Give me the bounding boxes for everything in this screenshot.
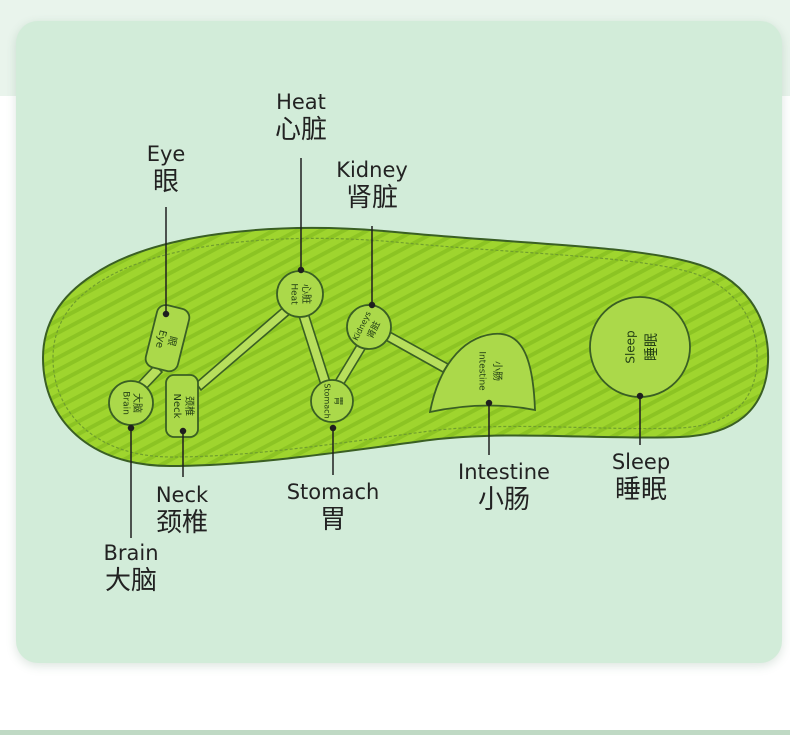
zone-brain-en: Brain [121, 391, 131, 415]
zone-eye-en: Eye [153, 329, 168, 350]
label-neck-en: Neck [155, 483, 209, 507]
zone-brain-zh: 大脑 [131, 393, 144, 413]
zone-stomach-zh: 胃 [333, 396, 344, 405]
zone-sleep-en: Sleep [624, 330, 638, 363]
zone-heart[interactable]: Heat 心脏 [276, 270, 324, 318]
label-kidney-en: Kidney [336, 158, 408, 182]
zone-eye[interactable]: Eye 眼 [144, 303, 192, 373]
label-kidney-zh: 肾脏 [345, 183, 398, 214]
label-stomach-zh: 胃 [319, 505, 346, 536]
zone-stomach-en: Stomach [323, 383, 332, 418]
label-brain-en: Brain [103, 541, 159, 565]
label-heart-zh: 心脏 [274, 115, 328, 146]
zone-kidney[interactable]: Kidneys 肾脏 [346, 304, 392, 350]
label-sleep-en: Sleep [611, 450, 671, 474]
label-neck-zh: 颈椎 [155, 508, 208, 539]
zone-heart-en: Heat [289, 283, 299, 305]
bottom-divider [0, 730, 790, 735]
insole-inner-border [52, 237, 758, 458]
zone-intestine-zh: 小肠 [491, 361, 503, 381]
zone-stomach[interactable]: Stomach 胃 [310, 379, 354, 423]
label-kidney: Kidney 肾脏 [336, 158, 408, 214]
label-eye-zh: 眼 [152, 167, 179, 198]
zone-neck-en: Neck [171, 394, 182, 419]
label-eye: Eye 眼 [147, 142, 186, 198]
label-stomach: Stomach 胃 [287, 480, 380, 536]
label-intestine-zh: 小肠 [477, 485, 530, 516]
label-sleep-zh: 睡眠 [614, 475, 667, 506]
zone-neck-zh: 颈椎 [183, 396, 196, 416]
label-intestine-en: Intestine [458, 460, 550, 484]
label-heart: Heat 心脏 [275, 90, 327, 146]
label-eye-en: Eye [146, 142, 186, 166]
zone-intestine-en: Intestine [477, 351, 487, 391]
zone-heart-zh: 心脏 [300, 284, 313, 304]
zone-sleep-zh: 睡眠 [644, 333, 660, 361]
zone-neck[interactable]: Neck 颈椎 [165, 374, 199, 438]
label-stomach-en: Stomach [286, 480, 380, 504]
label-neck: Neck 颈椎 [156, 483, 208, 539]
zone-eye-zh: 眼 [165, 335, 179, 348]
label-heart-en: Heat [276, 90, 326, 114]
label-intestine: Intestine 小肠 [458, 460, 550, 516]
label-brain-zh: 大脑 [104, 566, 157, 597]
zone-sleep[interactable]: Sleep 睡眠 [589, 296, 691, 398]
label-sleep: Sleep 睡眠 [612, 450, 670, 506]
leader-lines [127, 158, 644, 538]
label-brain: Brain 大脑 [103, 541, 158, 597]
zone-brain[interactable]: Brain 大脑 [108, 380, 154, 426]
zone-intestine[interactable]: Intestine 小肠 [428, 332, 536, 414]
